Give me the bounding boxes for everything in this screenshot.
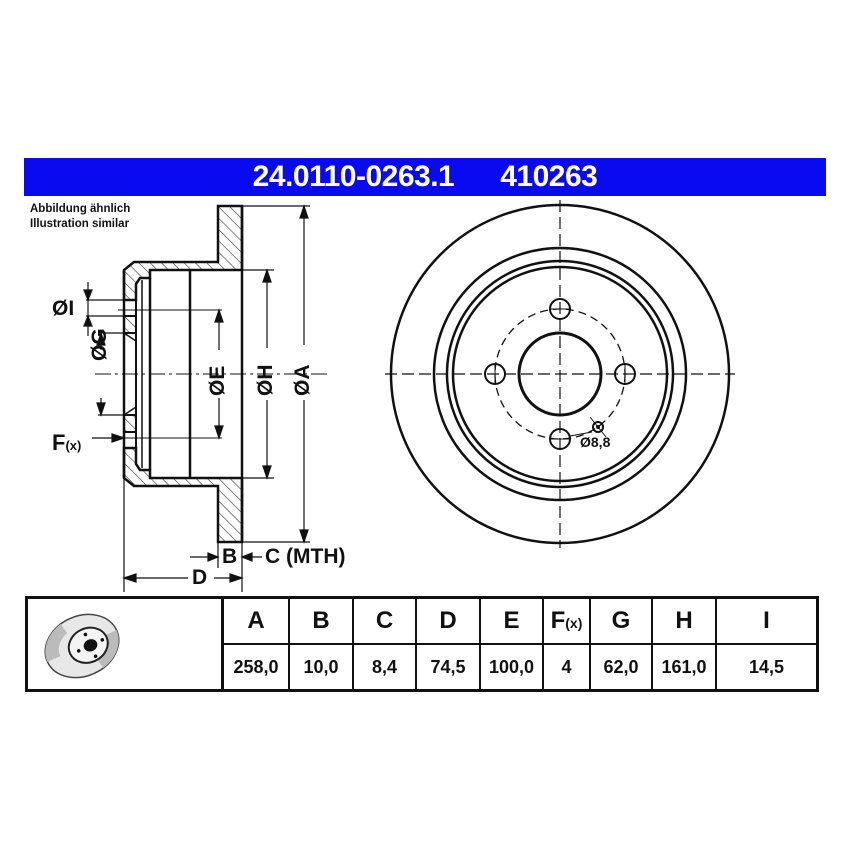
label-B: B <box>222 545 238 568</box>
label-F: F(x) <box>52 430 81 456</box>
label-F-sub: (x) <box>65 438 82 453</box>
locator-hole <box>592 421 604 433</box>
illustration-note: Abbildung ähnlich Illustration similar <box>30 202 130 232</box>
label-dia-I: ØI <box>52 297 75 320</box>
label-dia-A: ØA <box>291 364 314 397</box>
locator-hole-label: Ø8,8 <box>580 434 611 450</box>
value-I: 14,5 <box>715 643 819 692</box>
reference-number: 410263 <box>500 160 598 193</box>
label-dia-E: ØE <box>206 365 229 396</box>
header-F-main: F <box>550 607 566 634</box>
value-F: 4 <box>542 643 591 692</box>
thumbnail-cell <box>25 596 224 692</box>
label-C-MTH: C (MTH) <box>265 545 346 568</box>
front-view <box>385 200 735 548</box>
value-D: 74,5 <box>415 643 481 692</box>
dimensions-table: A B C D E F(x) G H I 258,0 10,0 8,4 74,5… <box>25 596 819 692</box>
value-E: 100,0 <box>479 643 544 692</box>
table-header-row: A B C D E F(x) G H I <box>25 596 819 692</box>
header-B: B <box>288 596 354 645</box>
header-F: F(x) <box>542 596 591 645</box>
header-I: I <box>715 596 819 645</box>
value-G: 62,0 <box>589 643 653 692</box>
value-H: 161,0 <box>651 643 717 692</box>
header-E: E <box>479 596 544 645</box>
dimension-lines <box>83 204 310 592</box>
value-C: 8,4 <box>352 643 417 692</box>
header-F-sub: (x) <box>565 615 583 631</box>
value-B: 10,0 <box>288 643 354 692</box>
header-A: A <box>221 596 290 645</box>
label-F-main: F <box>52 430 66 455</box>
title-banner: 24.0110-0263.1 410263 <box>24 158 826 196</box>
section-view <box>83 204 330 592</box>
table-value-row: 258,0 10,0 8,4 74,5 100,0 4 62,0 161,0 1… <box>27 643 819 692</box>
header-G: G <box>589 596 653 645</box>
label-D: D <box>192 566 208 589</box>
label-dia-H: ØH <box>254 364 277 397</box>
header-D: D <box>415 596 481 645</box>
value-A: 258,0 <box>221 643 290 692</box>
note-german: Abbildung ähnlich <box>30 203 131 215</box>
header-C: C <box>352 596 417 645</box>
label-dia-G: ØG <box>88 328 111 361</box>
note-english: Illustration similar <box>30 218 130 230</box>
header-H: H <box>651 596 717 645</box>
part-number: 24.0110-0263.1 <box>252 160 455 193</box>
